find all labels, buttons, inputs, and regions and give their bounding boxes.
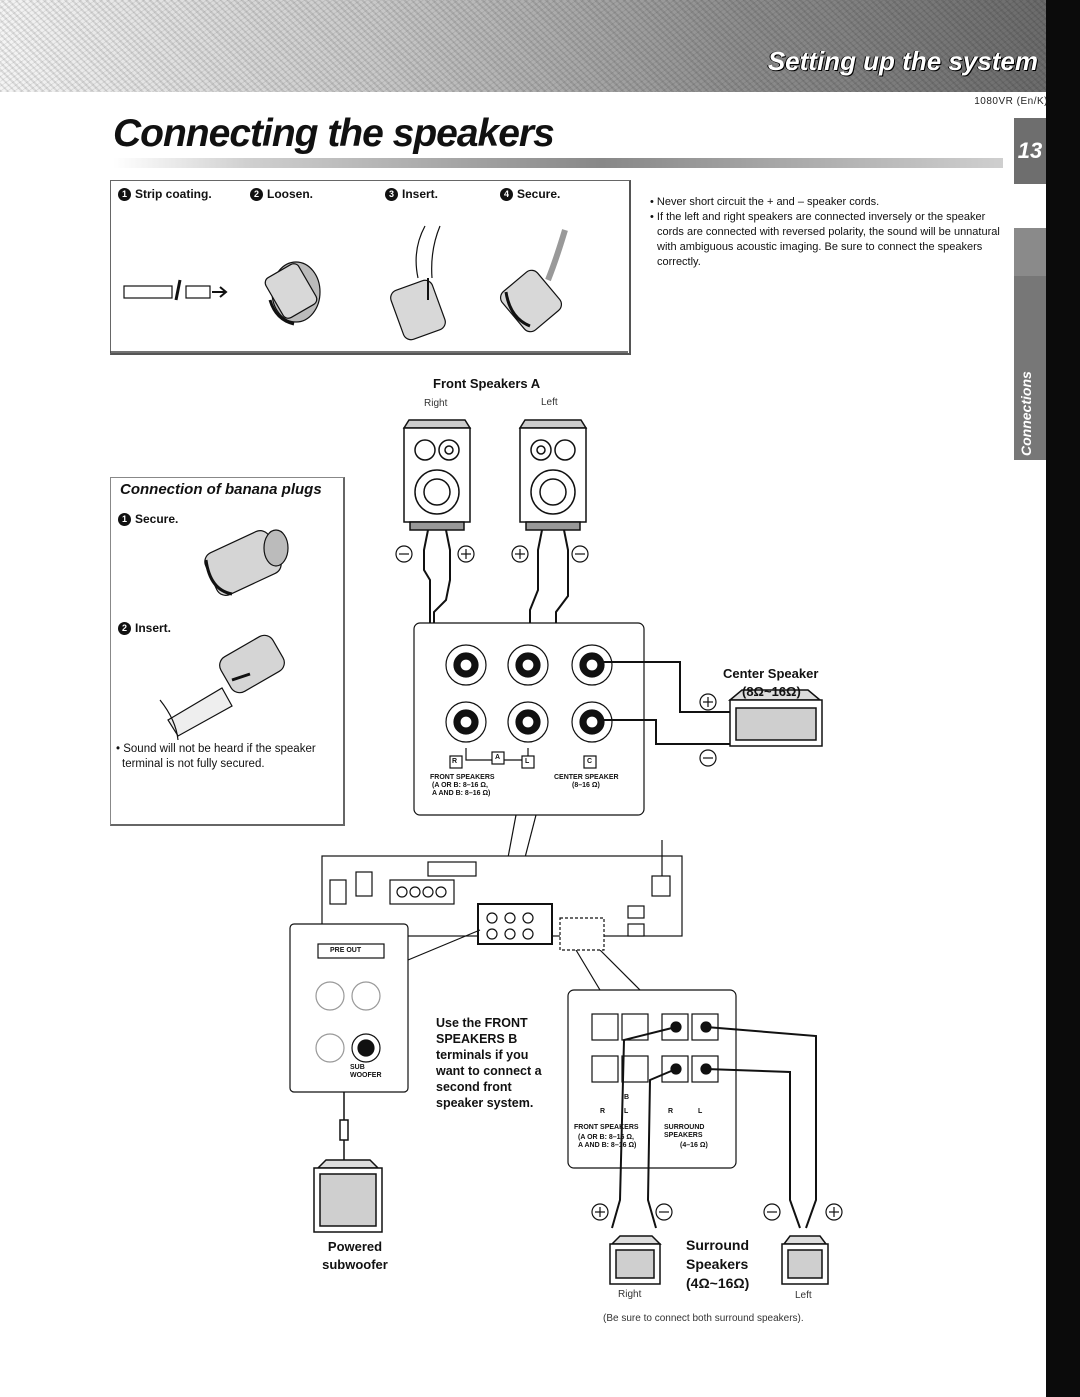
step-label: Secure. xyxy=(135,512,179,526)
step-number: 1 xyxy=(118,188,131,201)
step-label: Secure. xyxy=(517,187,561,201)
terminal-center-imp: (8–16 Ω) xyxy=(572,782,600,789)
step-number: 2 xyxy=(118,622,131,635)
front-b-note: Use the FRONT SPEAKERS B terminals if yo… xyxy=(436,1016,542,1110)
wiring-diagram xyxy=(110,225,843,1285)
footer-note: (Be sure to connect both surround speake… xyxy=(603,1313,804,1324)
surround-speaker-right xyxy=(609,1235,662,1285)
preout-label: PRE OUT xyxy=(330,947,362,954)
model-code: 1080VR (En/K) xyxy=(974,96,1048,107)
surround-panel-r1: R xyxy=(600,1108,606,1115)
note-item: • If the left and right speakers are con… xyxy=(650,211,1000,268)
step-secure: 4 Secure. xyxy=(500,187,560,201)
terminal-a-label: A xyxy=(495,754,501,761)
insert-illustration xyxy=(390,225,446,341)
banana-title: Connection of banana plugs xyxy=(120,481,322,498)
center-speaker-title: Center Speaker xyxy=(723,666,819,681)
terminal-center-label: CENTER SPEAKER xyxy=(554,774,619,781)
terminal-front-label: FRONT SPEAKERS xyxy=(430,774,495,781)
side-tab-cap xyxy=(1014,228,1046,276)
center-speaker-impedance: (8Ω~16Ω) xyxy=(742,684,801,699)
step-number: 1 xyxy=(118,513,131,526)
loosen-illustration xyxy=(264,261,321,326)
step-label: Insert. xyxy=(402,187,439,201)
front-left-label: Left xyxy=(541,397,558,408)
note-text: Sound will not be heard if the speaker t… xyxy=(122,743,316,770)
page-title: Connecting the speakers xyxy=(113,112,555,155)
warning-notes: • Never short circuit the + and – speake… xyxy=(649,195,1009,270)
banana-insert-illustration xyxy=(159,634,285,741)
surround-panel-l1: L xyxy=(624,1108,629,1115)
surround-panel-r2: R xyxy=(668,1108,674,1115)
center-speaker-wires xyxy=(604,661,732,745)
polarity-symbols xyxy=(395,545,843,1221)
surround-right-label: Right xyxy=(618,1289,642,1300)
note-text: If the left and right speakers are conne… xyxy=(656,211,1000,268)
surround-panel-l2: L xyxy=(698,1108,703,1115)
note-item: • Never short circuit the + and – speake… xyxy=(650,196,880,208)
sub-label: SUB xyxy=(350,1064,365,1071)
step-insert: 3 Insert. xyxy=(385,187,438,201)
header-band xyxy=(0,0,1060,92)
surround-line2: Speakers xyxy=(686,1256,749,1272)
center-speaker xyxy=(727,689,823,747)
subwoofer xyxy=(313,1092,383,1233)
step-number: 4 xyxy=(500,188,513,201)
surround-panel-front-label: FRONT SPEAKERS xyxy=(574,1124,639,1131)
subwoofer-label: Powered subwoofer xyxy=(322,1239,388,1272)
banana-step-secure: 1 Secure. xyxy=(118,512,178,526)
surround-panel-surround-imp: (4–16 Ω) xyxy=(680,1142,708,1149)
front-right-label: Right xyxy=(424,398,448,409)
banana-note: • Sound will not be heard if the speaker… xyxy=(116,743,316,770)
step-label: Loosen. xyxy=(267,187,314,201)
front-speakers-a-title: Front Speakers A xyxy=(433,376,541,391)
step-label: Insert. xyxy=(135,621,172,635)
surround-panel-surround-label: SURROUND SPEAKERS xyxy=(664,1124,705,1139)
front-speaker-left xyxy=(518,419,588,531)
note-text: Never short circuit the + and – speaker … xyxy=(656,196,880,208)
title-rule xyxy=(113,158,1003,168)
right-edge-bar xyxy=(1046,0,1080,1397)
step-number: 2 xyxy=(250,188,263,201)
surround-speaker-left xyxy=(781,1235,829,1285)
surround-line3: (4Ω~16Ω) xyxy=(686,1275,750,1291)
side-tab: Connections xyxy=(1014,276,1046,460)
section-title: Setting up the system xyxy=(767,46,1038,76)
terminal-front-imp1: (A OR B: 8–16 Ω, xyxy=(432,782,488,789)
terminal-l-label: L xyxy=(525,758,530,765)
banana-step-insert: 2 Insert. xyxy=(118,621,171,635)
surround-line1: Surround xyxy=(686,1237,749,1253)
step-number: 3 xyxy=(385,188,398,201)
page-number-tab: 13 xyxy=(1014,118,1046,184)
surround-speakers-label: Surround Speakers (4Ω~16Ω) xyxy=(686,1236,749,1293)
terminal-front-imp2: A AND B: 8–16 Ω) xyxy=(432,790,491,797)
surround-wires xyxy=(611,1026,817,1229)
terminal-r-label: R xyxy=(452,758,458,765)
surround-panel-front-imp2: A AND B: 8–16 Ω) xyxy=(578,1142,637,1149)
woofer-label: WOOFER xyxy=(350,1072,382,1079)
surround-panel-front-imp1: (A OR B: 8–16 Ω, xyxy=(578,1134,634,1141)
strip-coating-illustration xyxy=(123,279,228,301)
preout-panel xyxy=(289,923,481,1093)
step-loosen: 2 Loosen. xyxy=(250,187,313,201)
banana-plug-box xyxy=(110,477,345,826)
step-label: Strip coating. xyxy=(135,187,212,201)
steps-box xyxy=(110,180,631,355)
surround-panel-b: B xyxy=(624,1094,630,1101)
terminal-panel xyxy=(413,622,645,816)
surround-left-label: Left xyxy=(795,1290,812,1301)
front-speaker-right xyxy=(402,419,472,531)
step-strip-coating: 1 Strip coating. xyxy=(118,187,212,201)
secure-illustration xyxy=(499,229,568,333)
receiver-rear-panel xyxy=(321,840,683,951)
banana-secure-illustration xyxy=(204,529,289,596)
terminal-c-label: C xyxy=(587,758,593,765)
